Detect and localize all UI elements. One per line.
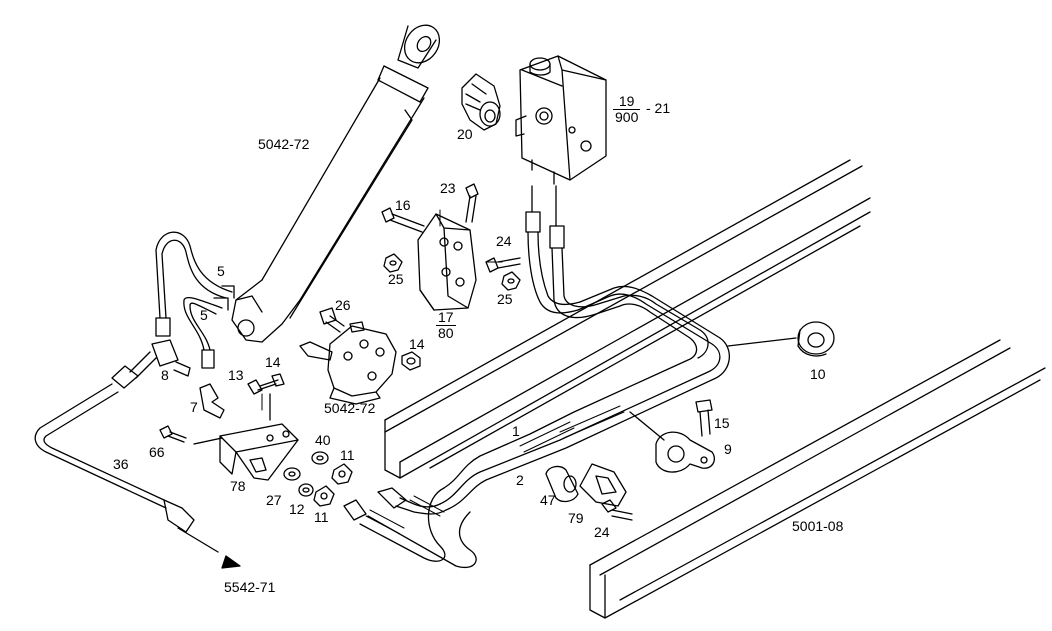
label-part-13: 13 (228, 367, 244, 383)
bracket-78 (193, 423, 299, 481)
pipe-loop-1 (439, 285, 730, 511)
label-part-25b: 25 (497, 291, 513, 307)
label-part-79: 79 (568, 510, 584, 526)
gear-part-20 (461, 73, 501, 131)
hydraulic-cylinder (231, 24, 441, 343)
chassis-rail-upper (384, 159, 871, 479)
tee-fitting-8 (129, 339, 191, 379)
grommet-10 (727, 321, 835, 357)
elbow-fitting-7 (199, 383, 225, 419)
leader-lines (193, 209, 503, 445)
label-part-5b: 5 (200, 307, 208, 323)
label-part-23: 23 (440, 180, 456, 196)
label-part-66: 66 (149, 444, 165, 460)
washers (283, 451, 353, 507)
label-part-16: 16 (395, 197, 411, 213)
label-part-11a: 11 (340, 447, 355, 463)
chassis-rail-lower (589, 339, 1046, 619)
pipe-36 (34, 365, 241, 569)
label-part-21: - 21 (646, 100, 671, 116)
label-part-7: 7 (190, 399, 198, 415)
label-ref-frame: 5001-08 (792, 518, 844, 534)
label-part-1: 1 (512, 423, 520, 439)
control-valve-19 (515, 55, 607, 185)
label-part-11b: 11 (314, 509, 329, 525)
label-part-14b: 14 (409, 336, 425, 352)
label-ref-cylinder: 5042-72 (258, 136, 310, 152)
sleeve-47 (545, 465, 579, 503)
pipe-loop-2 (343, 487, 477, 569)
bracket-79 (579, 463, 633, 521)
fraction-19-900: 19 900 (613, 94, 641, 125)
label-part-5a: 5 (217, 263, 225, 279)
bolt-66 (159, 425, 187, 443)
label-part-24b: 24 (594, 524, 610, 540)
label-part-10: 10 (810, 366, 826, 382)
label-part-25a: 25 (388, 271, 404, 287)
fraction-numerator: 19 (613, 94, 641, 110)
bolt-13 (247, 373, 285, 421)
label-part-47: 47 (540, 492, 556, 508)
label-part-2: 2 (516, 472, 524, 488)
label-part-78: 78 (230, 478, 246, 494)
fraction-17-80: 17 80 (436, 310, 456, 340)
label-part-12: 12 (289, 501, 305, 517)
label-part-9: 9 (724, 441, 732, 457)
label-ref-outlet: 5542-71 (224, 579, 276, 595)
cylinder-hoses (155, 231, 235, 369)
label-part-15: 15 (714, 415, 730, 431)
label-part-20: 20 (457, 126, 473, 142)
fraction-denominator: 80 (438, 324, 454, 341)
clamp-9 (629, 399, 716, 473)
fraction-denominator: 900 (615, 108, 639, 125)
label-part-36: 36 (113, 456, 129, 472)
label-part-14a: 14 (265, 354, 281, 370)
label-part-26: 26 (335, 297, 351, 313)
valve-plate (299, 307, 397, 405)
mounting-plate-17 (381, 183, 521, 311)
label-part-40: 40 (315, 432, 331, 448)
label-part-24a: 24 (496, 233, 512, 249)
label-ref-valve: 5042-72 (324, 400, 376, 416)
label-part-8: 8 (161, 367, 169, 383)
fraction-numerator: 17 (436, 309, 456, 326)
label-part-27: 27 (266, 492, 282, 508)
nut-14 (401, 351, 421, 371)
pipe-sleeves (365, 405, 625, 535)
valve-hoses (525, 185, 599, 319)
